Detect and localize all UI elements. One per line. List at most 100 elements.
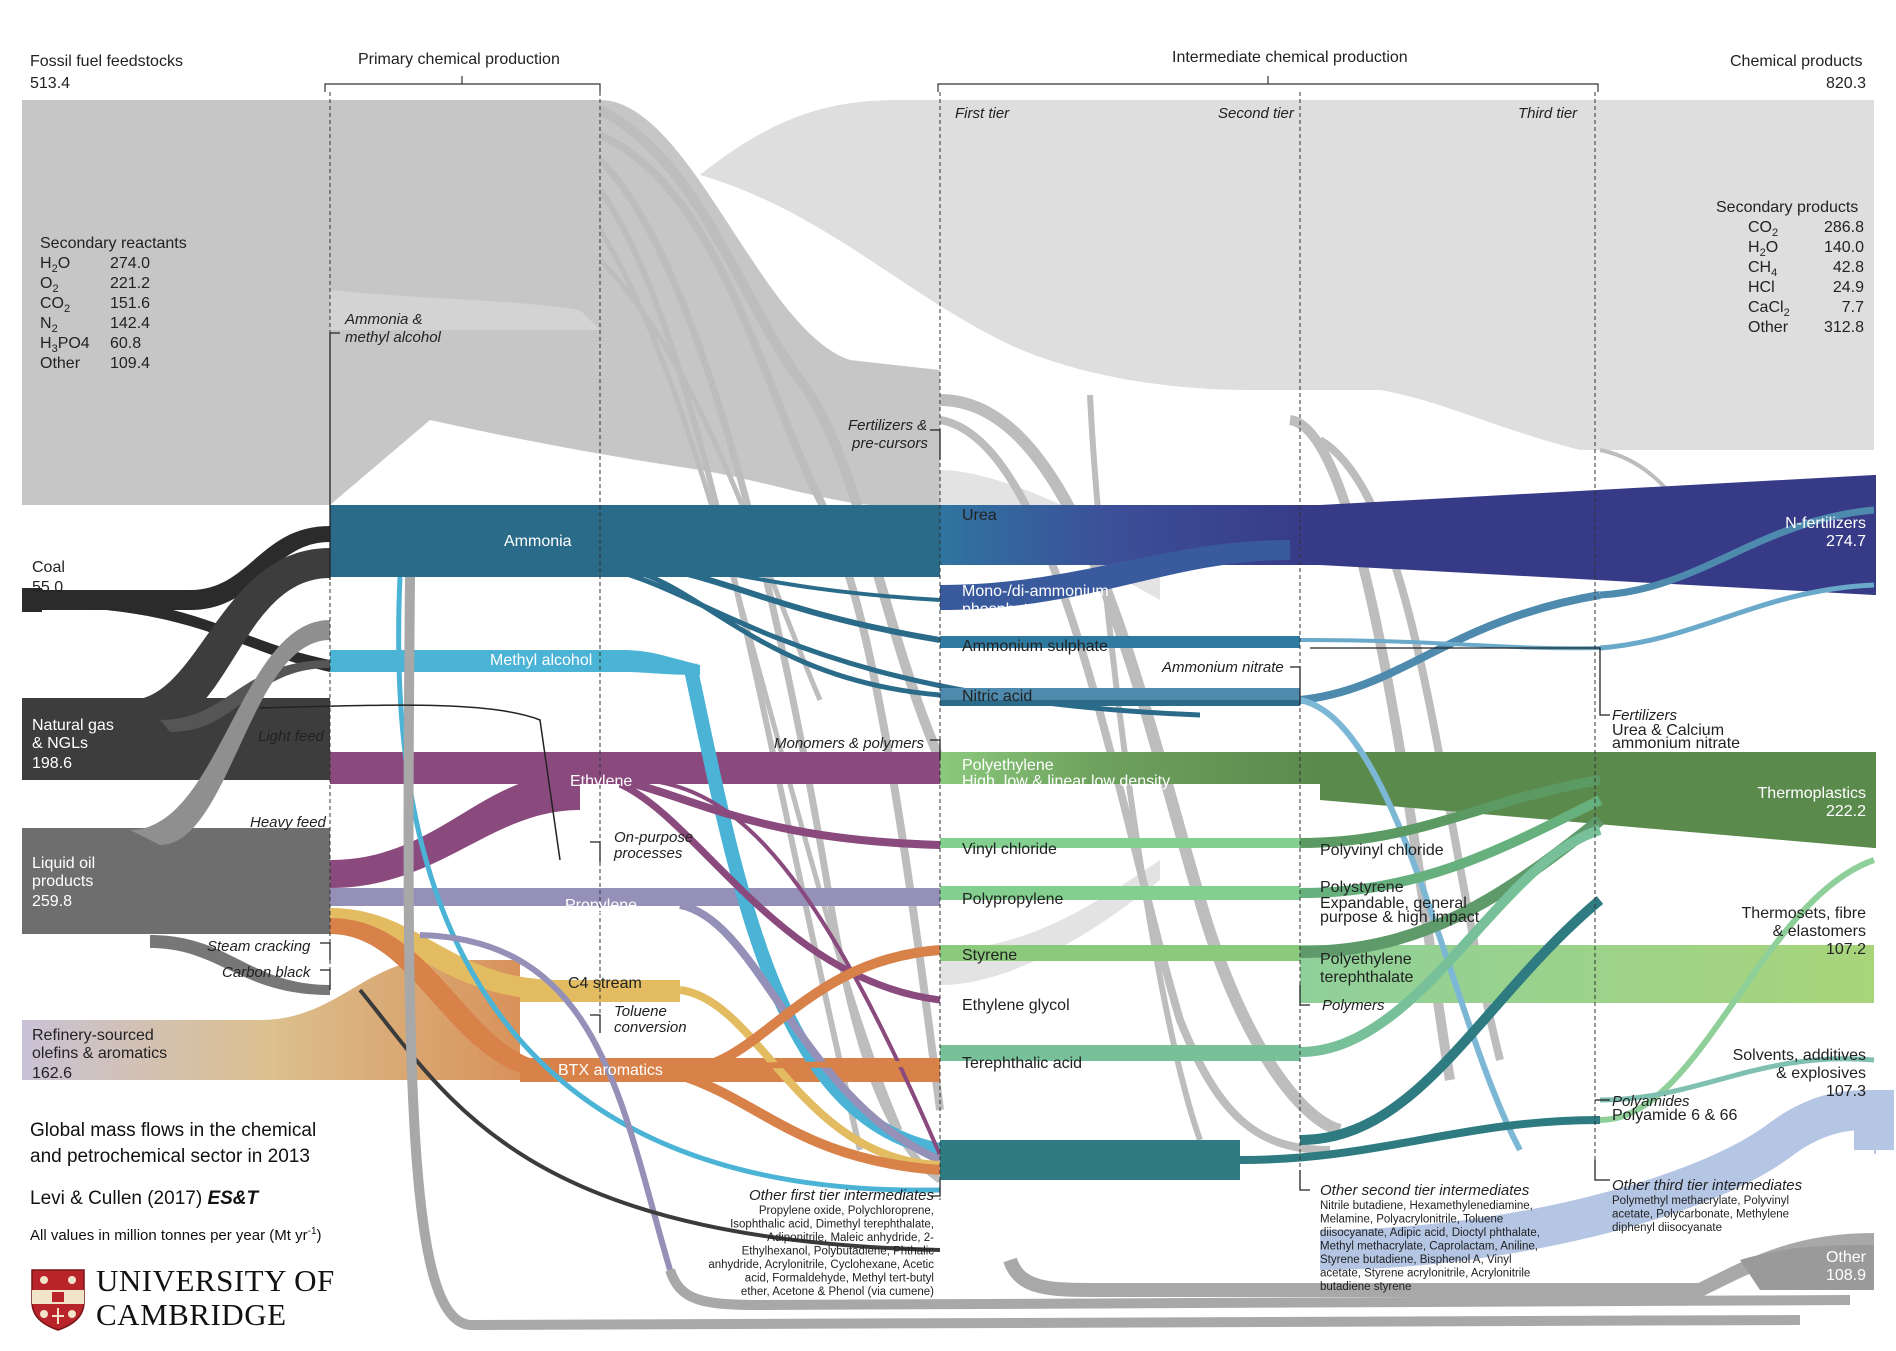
feedstocks-total: 513.4 — [30, 75, 70, 92]
secondary-reactants-flow — [22, 100, 940, 505]
list-line: Ethylhexanol, Polybutadiene, Phthalic — [742, 1246, 935, 1258]
first-tier-label: First tier — [955, 105, 1010, 122]
chem-name: H3PO4 — [40, 335, 90, 355]
primary-chemicals — [330, 505, 940, 1082]
bottom-loop-flows — [403, 576, 1875, 1331]
polystyrene-label: Polystyrene — [1320, 879, 1404, 896]
propylene-label: Propylene — [565, 897, 637, 914]
chem-value: 286.8 — [1824, 219, 1864, 236]
urea-label: Urea — [962, 507, 997, 524]
solvents-label-1: Solvents, additives — [1733, 1047, 1866, 1064]
polymers-group: Polymers — [1322, 997, 1385, 1014]
ammonia-methyl-group-1: Ammonia & — [344, 311, 423, 328]
other-second-tier-title: Other second tier intermediates — [1320, 1182, 1530, 1199]
secondary-products-title: Secondary products — [1716, 199, 1858, 216]
list-line: Adiponitrile, Maleic anhydride, 2- — [767, 1232, 934, 1244]
methyl-alcohol-label: Methyl alcohol — [490, 652, 592, 669]
styrene-label: Styrene — [962, 947, 1017, 964]
ethylene-glycol-label: Ethylene glycol — [962, 997, 1070, 1014]
liquid-oil-value: 259.8 — [32, 893, 72, 910]
fertilizers-third-sub-1: Urea & Calcium — [1612, 722, 1724, 739]
products-header: Chemical products — [1730, 53, 1863, 70]
chem-name: HCl — [1748, 279, 1775, 296]
intermediate-header: Intermediate chemical production — [1172, 49, 1408, 66]
refinery-flow — [22, 960, 520, 1080]
university-line-1: UNIVERSITY OF — [96, 1263, 335, 1298]
natural-gas-value: 198.6 — [32, 755, 72, 772]
solvents-value: 107.3 — [1826, 1083, 1866, 1100]
refinery-value: 162.6 — [32, 1065, 72, 1082]
toluene-label-2: conversion — [614, 1019, 687, 1036]
monomers-group: Monomers & polymers — [774, 735, 925, 752]
list-line: diisocyanate, Adipic acid, Dioctyl phtha… — [1320, 1227, 1540, 1239]
fertilizers-group-1: Fertilizers & — [848, 417, 927, 434]
list-line: acetate, Styrene acrylonitrile, Acryloni… — [1320, 1268, 1530, 1280]
chem-name: CaCl2 — [1748, 299, 1790, 319]
feedstocks-header: Fossil fuel feedstocks — [30, 53, 183, 70]
chem-value: 142.4 — [110, 315, 150, 332]
ammonia-methyl-group-2: methyl alcohol — [345, 329, 442, 346]
carbon-black-label: Carbon black — [222, 964, 312, 981]
other-first-tier-title: Other first tier intermediates — [749, 1187, 935, 1204]
chem-value: 274.0 — [110, 255, 150, 272]
polystyrene-sub-2: purpose & high impact — [1320, 909, 1480, 926]
list-line: anhydride, Acrylonitrile, Cyclohexane, A… — [708, 1259, 934, 1271]
figure-title-line-1: Global mass flows in the chemical — [30, 1120, 317, 1141]
map-label-2: phosphate — [962, 601, 1037, 618]
list-line: diphenyl diisocyanate — [1612, 1222, 1722, 1234]
natural-gas-flows — [22, 548, 330, 780]
polyamides-sub: Polyamide 6 & 66 — [1612, 1107, 1738, 1124]
other-third-tier-list: Polymethyl methacrylate, Polyvinylacetat… — [1612, 1195, 1789, 1234]
polyamides-label: Polyamides — [1612, 1093, 1690, 1110]
chem-name: H2O — [1748, 239, 1778, 259]
primary-to-first-tier-flows — [358, 558, 1201, 1271]
ammonia-label: Ammonia — [504, 533, 572, 550]
pet-label-1: Polyethylene — [1320, 951, 1412, 968]
citation-authors: Levi & Cullen (2017) — [30, 1188, 203, 1209]
other-third-tier-title: Other third tier intermediates — [1612, 1177, 1803, 1194]
on-purpose-label-2: processes — [613, 845, 683, 862]
nitric-acid-label: Nitric acid — [962, 688, 1032, 705]
chem-value: 42.8 — [1833, 259, 1864, 276]
list-line: Melamine, Polyacrylonitrile, Toluene — [1320, 1214, 1503, 1226]
vinyl-chloride-label: Vinyl chloride — [962, 841, 1057, 858]
ammonium-nitrate-label: Ammonium nitrate — [1161, 659, 1284, 676]
list-line: Nitrile butadiene, Hexamethylenediamine, — [1320, 1200, 1533, 1212]
list-line: ether, Acetone & Phenol (via cumene) — [741, 1286, 934, 1298]
chem-value: 140.0 — [1824, 239, 1864, 256]
other-product-value: 108.9 — [1826, 1267, 1866, 1284]
list-line: Methyl methacrylate, Caprolactam, Anilin… — [1320, 1241, 1538, 1253]
other-second-tier-list: Nitrile butadiene, Hexamethylenediamine,… — [1320, 1200, 1540, 1293]
natural-gas-label-2: & NGLs — [32, 735, 88, 752]
second-tier-label: Second tier — [1218, 105, 1295, 122]
btx-label: BTX aromatics — [558, 1062, 663, 1079]
polystyrene-sub-1: Expandable, general — [1320, 895, 1467, 912]
university-line-2: CAMBRIDGE — [96, 1297, 287, 1332]
pvc-label: Polyvinyl chloride — [1320, 842, 1444, 859]
chem-name: CO2 — [1748, 219, 1778, 239]
chem-value: 24.9 — [1833, 279, 1864, 296]
products-total: 820.3 — [1826, 75, 1866, 92]
chem-value: 7.7 — [1842, 299, 1864, 316]
refinery-label-2: olefins & aromatics — [32, 1045, 167, 1062]
units-note: All values in million tonnes per year (M… — [30, 1226, 322, 1244]
chem-name: CH4 — [1748, 259, 1777, 279]
list-line: acid, Formaldehyde, Methyl tert-butyl — [745, 1273, 934, 1285]
polypropylene-label: Polypropylene — [962, 891, 1064, 908]
fertilizers-group-2: pre-cursors — [851, 435, 928, 452]
figure-title: Global mass flows in the chemical and pe… — [30, 1118, 316, 1170]
chem-name: N2 — [40, 315, 58, 335]
c4-stream-label: C4 stream — [568, 975, 642, 992]
n-fertilizers-label: N-fertilizers — [1785, 515, 1866, 532]
citation: Levi & Cullen (2017) ES&T — [30, 1188, 258, 1210]
fertilizers-third-sub-2: ammonium nitrate — [1612, 735, 1740, 752]
other-product-label: Other — [1826, 1249, 1867, 1266]
list-line: butadiene styrene — [1320, 1281, 1411, 1293]
coal-value: 55.0 — [32, 579, 63, 596]
chem-name: Other — [1748, 319, 1789, 336]
chem-value: 312.8 — [1824, 319, 1864, 336]
